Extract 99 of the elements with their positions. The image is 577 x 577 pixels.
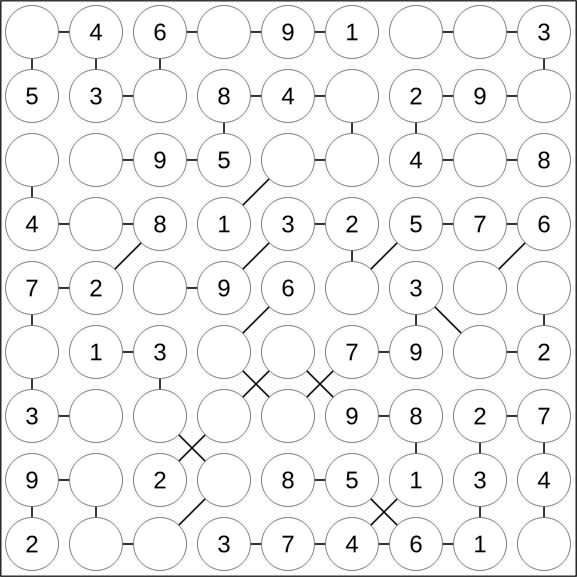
- connector-line: [479, 506, 481, 518]
- empty-circle: [389, 5, 443, 59]
- empty-circle: [261, 133, 315, 187]
- connector-line: [250, 31, 262, 33]
- connector-line: [242, 242, 270, 270]
- empty-circle: [197, 389, 251, 443]
- connector-line: [442, 223, 454, 225]
- connector-line: [314, 479, 326, 481]
- connector-line: [378, 543, 390, 545]
- empty-circle: [197, 453, 251, 507]
- connector-line: [242, 306, 270, 334]
- crossing-connectors: [306, 370, 334, 398]
- empty-circle: [5, 5, 59, 59]
- crossing-connectors: [370, 498, 398, 526]
- connector-line: [31, 58, 33, 70]
- connector-line: [31, 506, 33, 518]
- crossing-connectors: [178, 434, 206, 462]
- empty-circle: [453, 261, 507, 315]
- empty-circle: [69, 517, 123, 571]
- connector-line: [351, 250, 353, 262]
- connector-line: [506, 351, 518, 353]
- empty-circle: [453, 5, 507, 59]
- connector-line: [543, 58, 545, 70]
- connector-line: [159, 58, 161, 70]
- connector-line: [314, 95, 326, 97]
- connector-line: [442, 159, 454, 161]
- connector-line: [58, 479, 70, 481]
- empty-circle: [5, 133, 59, 187]
- connector-line: [506, 415, 518, 417]
- connector-line: [223, 122, 225, 134]
- connector-line: [178, 498, 206, 526]
- connector-line: [314, 159, 326, 161]
- empty-circle: [261, 325, 315, 379]
- connector-line: [31, 186, 33, 198]
- empty-circle: [69, 197, 123, 251]
- connector-line: [415, 314, 417, 326]
- connector-line: [442, 543, 454, 545]
- connector-line: [314, 223, 326, 225]
- connector-line: [122, 351, 134, 353]
- connector-line: [415, 122, 417, 134]
- empty-circle: [261, 389, 315, 443]
- connector-line: [506, 159, 518, 161]
- empty-circle: [453, 133, 507, 187]
- empty-circle: [517, 261, 571, 315]
- empty-circle: [69, 389, 123, 443]
- connector-line: [58, 223, 70, 225]
- connector-line: [442, 95, 454, 97]
- empty-circle: [133, 517, 187, 571]
- connector-line: [543, 314, 545, 326]
- connector-line: [415, 442, 417, 454]
- empty-circle: [133, 69, 187, 123]
- crossing-connectors: [242, 370, 270, 398]
- connector-line: [186, 287, 198, 289]
- connector-line: [434, 306, 462, 334]
- connector-line: [378, 351, 390, 353]
- connector-line: [95, 506, 97, 518]
- connector-line: [506, 31, 518, 33]
- connector-line: [370, 242, 398, 270]
- connector-line: [378, 415, 390, 417]
- empty-circle: [69, 453, 123, 507]
- empty-circle: [5, 325, 59, 379]
- connector-line: [498, 242, 526, 270]
- connector-line: [543, 506, 545, 518]
- connector-line: [122, 159, 134, 161]
- connector-line: [242, 178, 270, 206]
- connector-line: [314, 31, 326, 33]
- empty-circle: [453, 325, 507, 379]
- connector-line: [31, 314, 33, 326]
- empty-circle: [325, 261, 379, 315]
- empty-circle: [197, 5, 251, 59]
- connector-line: [122, 95, 134, 97]
- empty-circle: [517, 69, 571, 123]
- connector-line: [506, 95, 518, 97]
- connector-line: [122, 543, 134, 545]
- connector-line: [506, 223, 518, 225]
- empty-circle: [325, 133, 379, 187]
- connector-line: [351, 122, 353, 134]
- empty-circle: [197, 325, 251, 379]
- connector-line: [479, 442, 481, 454]
- connector-line: [58, 31, 70, 33]
- connector-line: [58, 415, 70, 417]
- connector-line: [250, 543, 262, 545]
- connector-line: [31, 378, 33, 390]
- empty-circle: [133, 389, 187, 443]
- connector-line: [95, 58, 97, 70]
- connector-line: [186, 31, 198, 33]
- connector-line: [114, 242, 142, 270]
- empty-circle: [133, 261, 187, 315]
- empty-circle: [517, 517, 571, 571]
- connector-line: [543, 442, 545, 454]
- connector-line: [186, 159, 198, 161]
- connector-line: [250, 95, 262, 97]
- connector-line: [122, 223, 134, 225]
- connector-line: [442, 31, 454, 33]
- connector-line: [159, 378, 161, 390]
- connector-line: [58, 287, 70, 289]
- empty-circle: [69, 133, 123, 187]
- connector-line: [314, 543, 326, 545]
- empty-circle: [325, 69, 379, 123]
